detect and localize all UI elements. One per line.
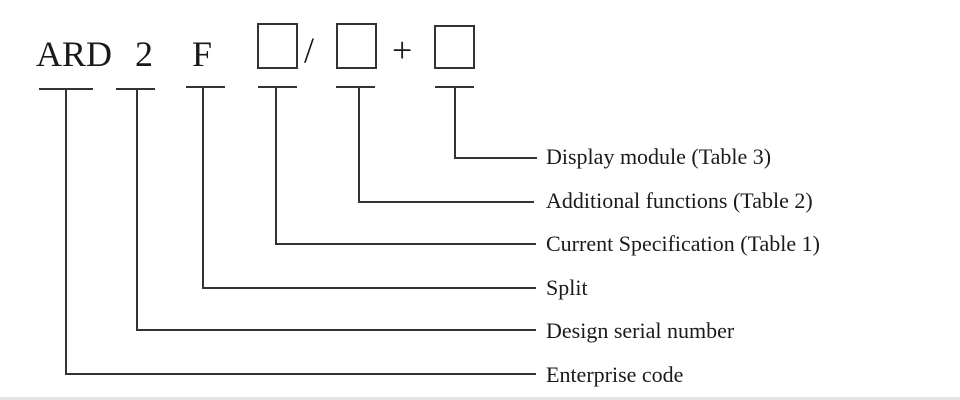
label-enterprise-code: Enterprise code (546, 362, 683, 387)
code-serial: 2 (135, 34, 153, 74)
placeholder-box-current (257, 23, 298, 69)
bottom-border (0, 397, 960, 400)
label-additional-functions: Additional functions (Table 2) (546, 188, 813, 213)
label-split: Split (546, 275, 588, 300)
label-current-specification: Current Specification (Table 1) (546, 231, 820, 256)
label-design-serial-number: Design serial number (546, 318, 735, 343)
leader-split (186, 86, 536, 289)
separator-slash: / (304, 30, 314, 70)
leader-current (258, 86, 536, 245)
placeholder-box-display (434, 25, 475, 69)
leader-additional (336, 86, 534, 203)
leader-serial (116, 88, 536, 331)
label-display-module: Display module (Table 3) (546, 144, 771, 169)
leader-enterprise (39, 88, 536, 375)
code-split: F (192, 34, 212, 74)
separator-plus: + (392, 30, 412, 70)
placeholder-box-additional (336, 23, 377, 69)
leader-display (435, 86, 537, 159)
code-enterprise: ARD (36, 34, 112, 74)
